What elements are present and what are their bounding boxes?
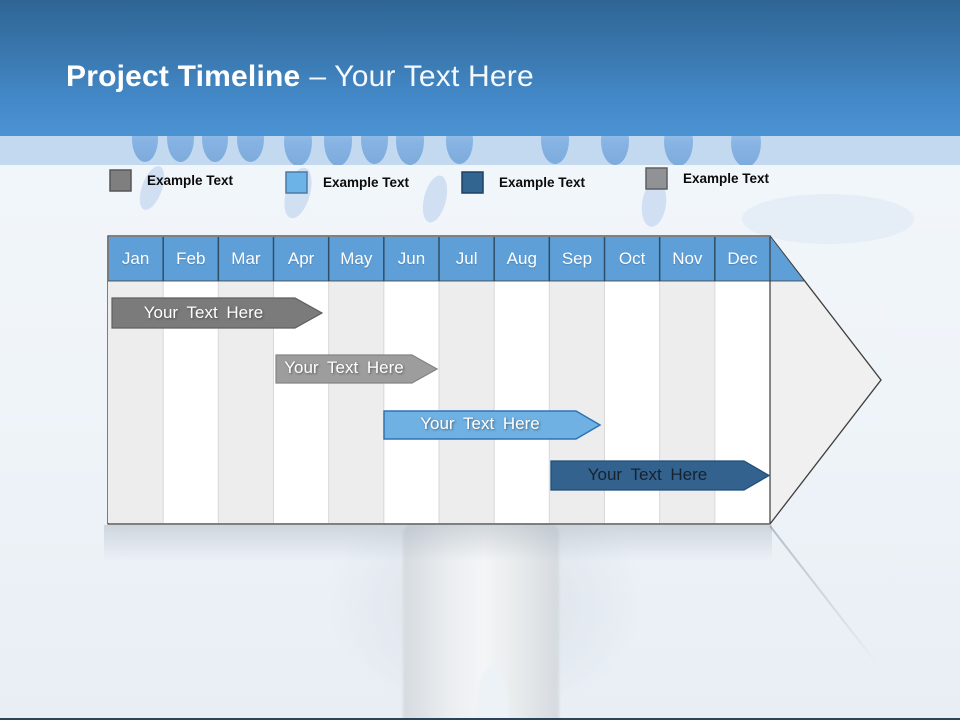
month-header-row: Jan Feb Mar Apr May Jun Jul Aug Sep Oct … (108, 237, 770, 281)
month-cell-dec: Dec (727, 249, 758, 268)
finger-ellipse (284, 136, 312, 165)
finger-ellipse (446, 136, 473, 164)
finger-ellipse (237, 136, 264, 162)
legend-swatch-darkblue-icon (461, 171, 484, 194)
timeline-header-band (109, 237, 804, 281)
finger-ellipse (541, 136, 569, 164)
legend-swatch-gray2-icon (645, 167, 668, 190)
legend-item-4: Example Text (645, 167, 769, 190)
gantt-bar-1-label: Your Text Here (143, 303, 264, 322)
gantt-bar-3 (383, 410, 602, 440)
legend-label: Example Text (147, 173, 234, 188)
finger-ellipse (167, 136, 194, 162)
slide-title: Project Timeline– Your Text Here (66, 60, 534, 94)
finger-ellipse (132, 136, 158, 162)
slide-title-main: Project Timeline (66, 60, 301, 93)
gantt-bar-1 (111, 297, 324, 329)
column-stripe (439, 281, 495, 523)
month-cell-feb: Feb (176, 249, 206, 268)
finger-ellipse (601, 136, 629, 165)
legend-label: Example Text (323, 175, 410, 190)
timeline-reflection (104, 525, 772, 571)
figure-3d-person (325, 518, 645, 720)
header-gridlines (162, 237, 716, 281)
finger-ellipse (664, 136, 693, 165)
finger-ellipse (361, 136, 388, 164)
month-cell-jan: Jan (121, 249, 150, 268)
finger-ellipse (396, 136, 424, 165)
gantt-bar-4-label: Your Text Here (587, 464, 708, 484)
month-cell-may: May (340, 249, 373, 268)
legend-label: Example Text (683, 171, 770, 186)
slide-header: Project Timeline– Your Text Here (0, 0, 960, 136)
column-stripe (328, 281, 384, 523)
finger-ellipse (202, 136, 228, 162)
month-cell-mar: Mar (231, 249, 261, 268)
hand-shadow-blob (742, 194, 914, 244)
gantt-bar-3-label: Your Text Here (420, 414, 540, 433)
finger-ellipse (324, 136, 352, 165)
arrow-reflection-line (769, 525, 879, 665)
month-cell-apr: Apr (287, 249, 315, 268)
month-cell-nov: Nov (672, 249, 703, 268)
gantt-bar-2 (275, 354, 439, 384)
legend-item-3: Example Text (461, 171, 585, 194)
month-cell-jul: Jul (455, 249, 478, 268)
slide-title-subtitle: – Your Text Here (309, 60, 534, 93)
legend-label: Example Text (499, 175, 586, 190)
month-cell-jun: Jun (397, 249, 426, 268)
gantt-bar-4 (550, 460, 771, 491)
header-band (0, 136, 960, 165)
gantt-bar-2-label: Your Text Here (284, 358, 404, 377)
month-cell-sep: Sep (561, 249, 593, 268)
legend-swatch-gray-icon (109, 169, 132, 192)
finger-shadow-ellipse (418, 173, 452, 225)
timeline-graphic (107, 235, 882, 525)
month-cell-aug: Aug (506, 249, 537, 268)
legend-item-1: Example Text (109, 169, 233, 192)
timeline-chart: Jan Feb Mar Apr May Jun Jul Aug Sep Oct … (104, 232, 894, 528)
finger-ellipse (731, 136, 761, 165)
legend-swatch-lightblue-icon (285, 171, 308, 194)
legend-item-2: Example Text (285, 171, 409, 194)
month-cell-oct: Oct (618, 249, 646, 268)
slide-bottom-border (0, 718, 960, 720)
